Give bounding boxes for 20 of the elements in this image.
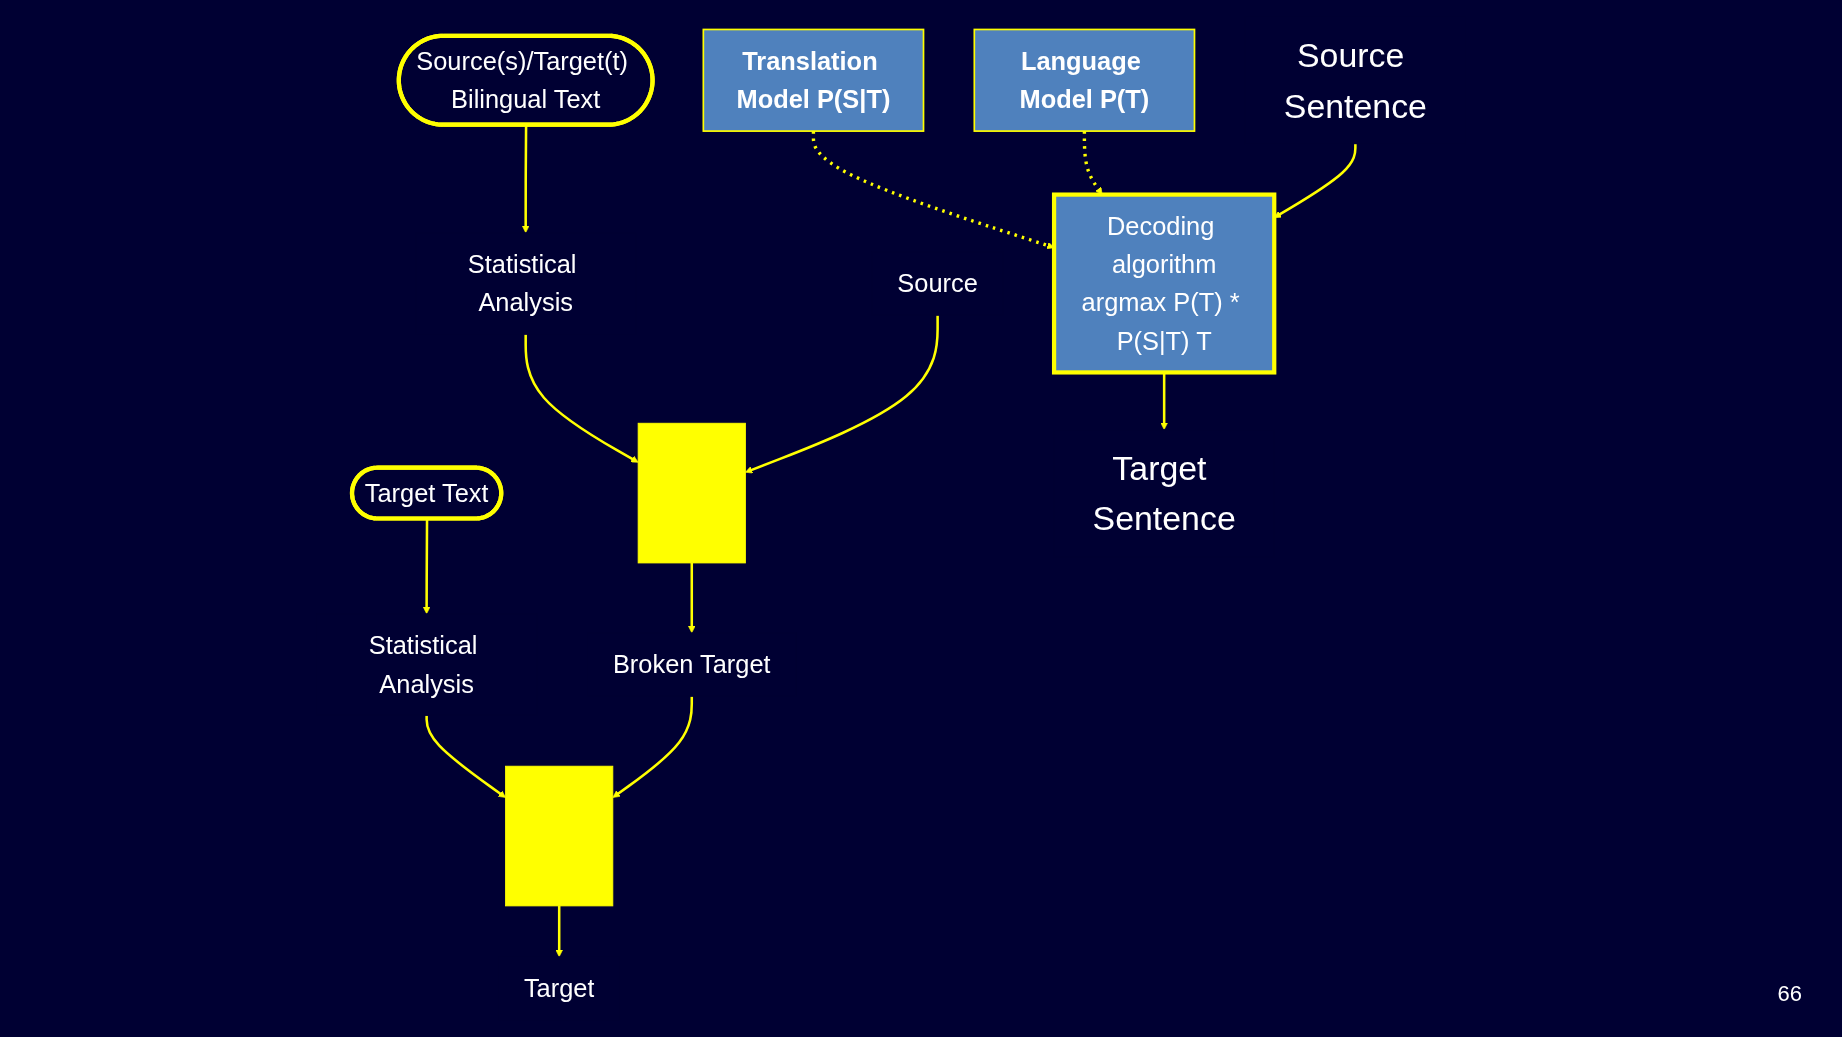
node-box [505, 765, 614, 907]
arrow [521, 125, 530, 234]
arrow [555, 905, 563, 958]
node-box: Decoding algorithm argmax P(T) * P(S|T) T [1051, 192, 1277, 375]
node-text: Source Sentence [1283, 36, 1427, 125]
arrow [524, 334, 639, 463]
node-text: Broken Target [612, 650, 771, 679]
arrow [688, 562, 696, 634]
arrow [425, 715, 506, 798]
node-box [637, 422, 746, 564]
node-box: Translation Model P(S|T) [702, 28, 925, 132]
node-text: Target Sentence [1092, 449, 1236, 538]
node-text: Target [523, 974, 595, 1003]
arrow [612, 696, 694, 798]
page-number: 66 [1777, 981, 1802, 1006]
node-text: Statistical Analysis [467, 250, 577, 317]
node-box: Language Model P(T) [973, 28, 1196, 132]
arrow [745, 315, 939, 474]
node-text: Statistical Analysis [368, 631, 478, 698]
node-text: Source [897, 269, 978, 298]
